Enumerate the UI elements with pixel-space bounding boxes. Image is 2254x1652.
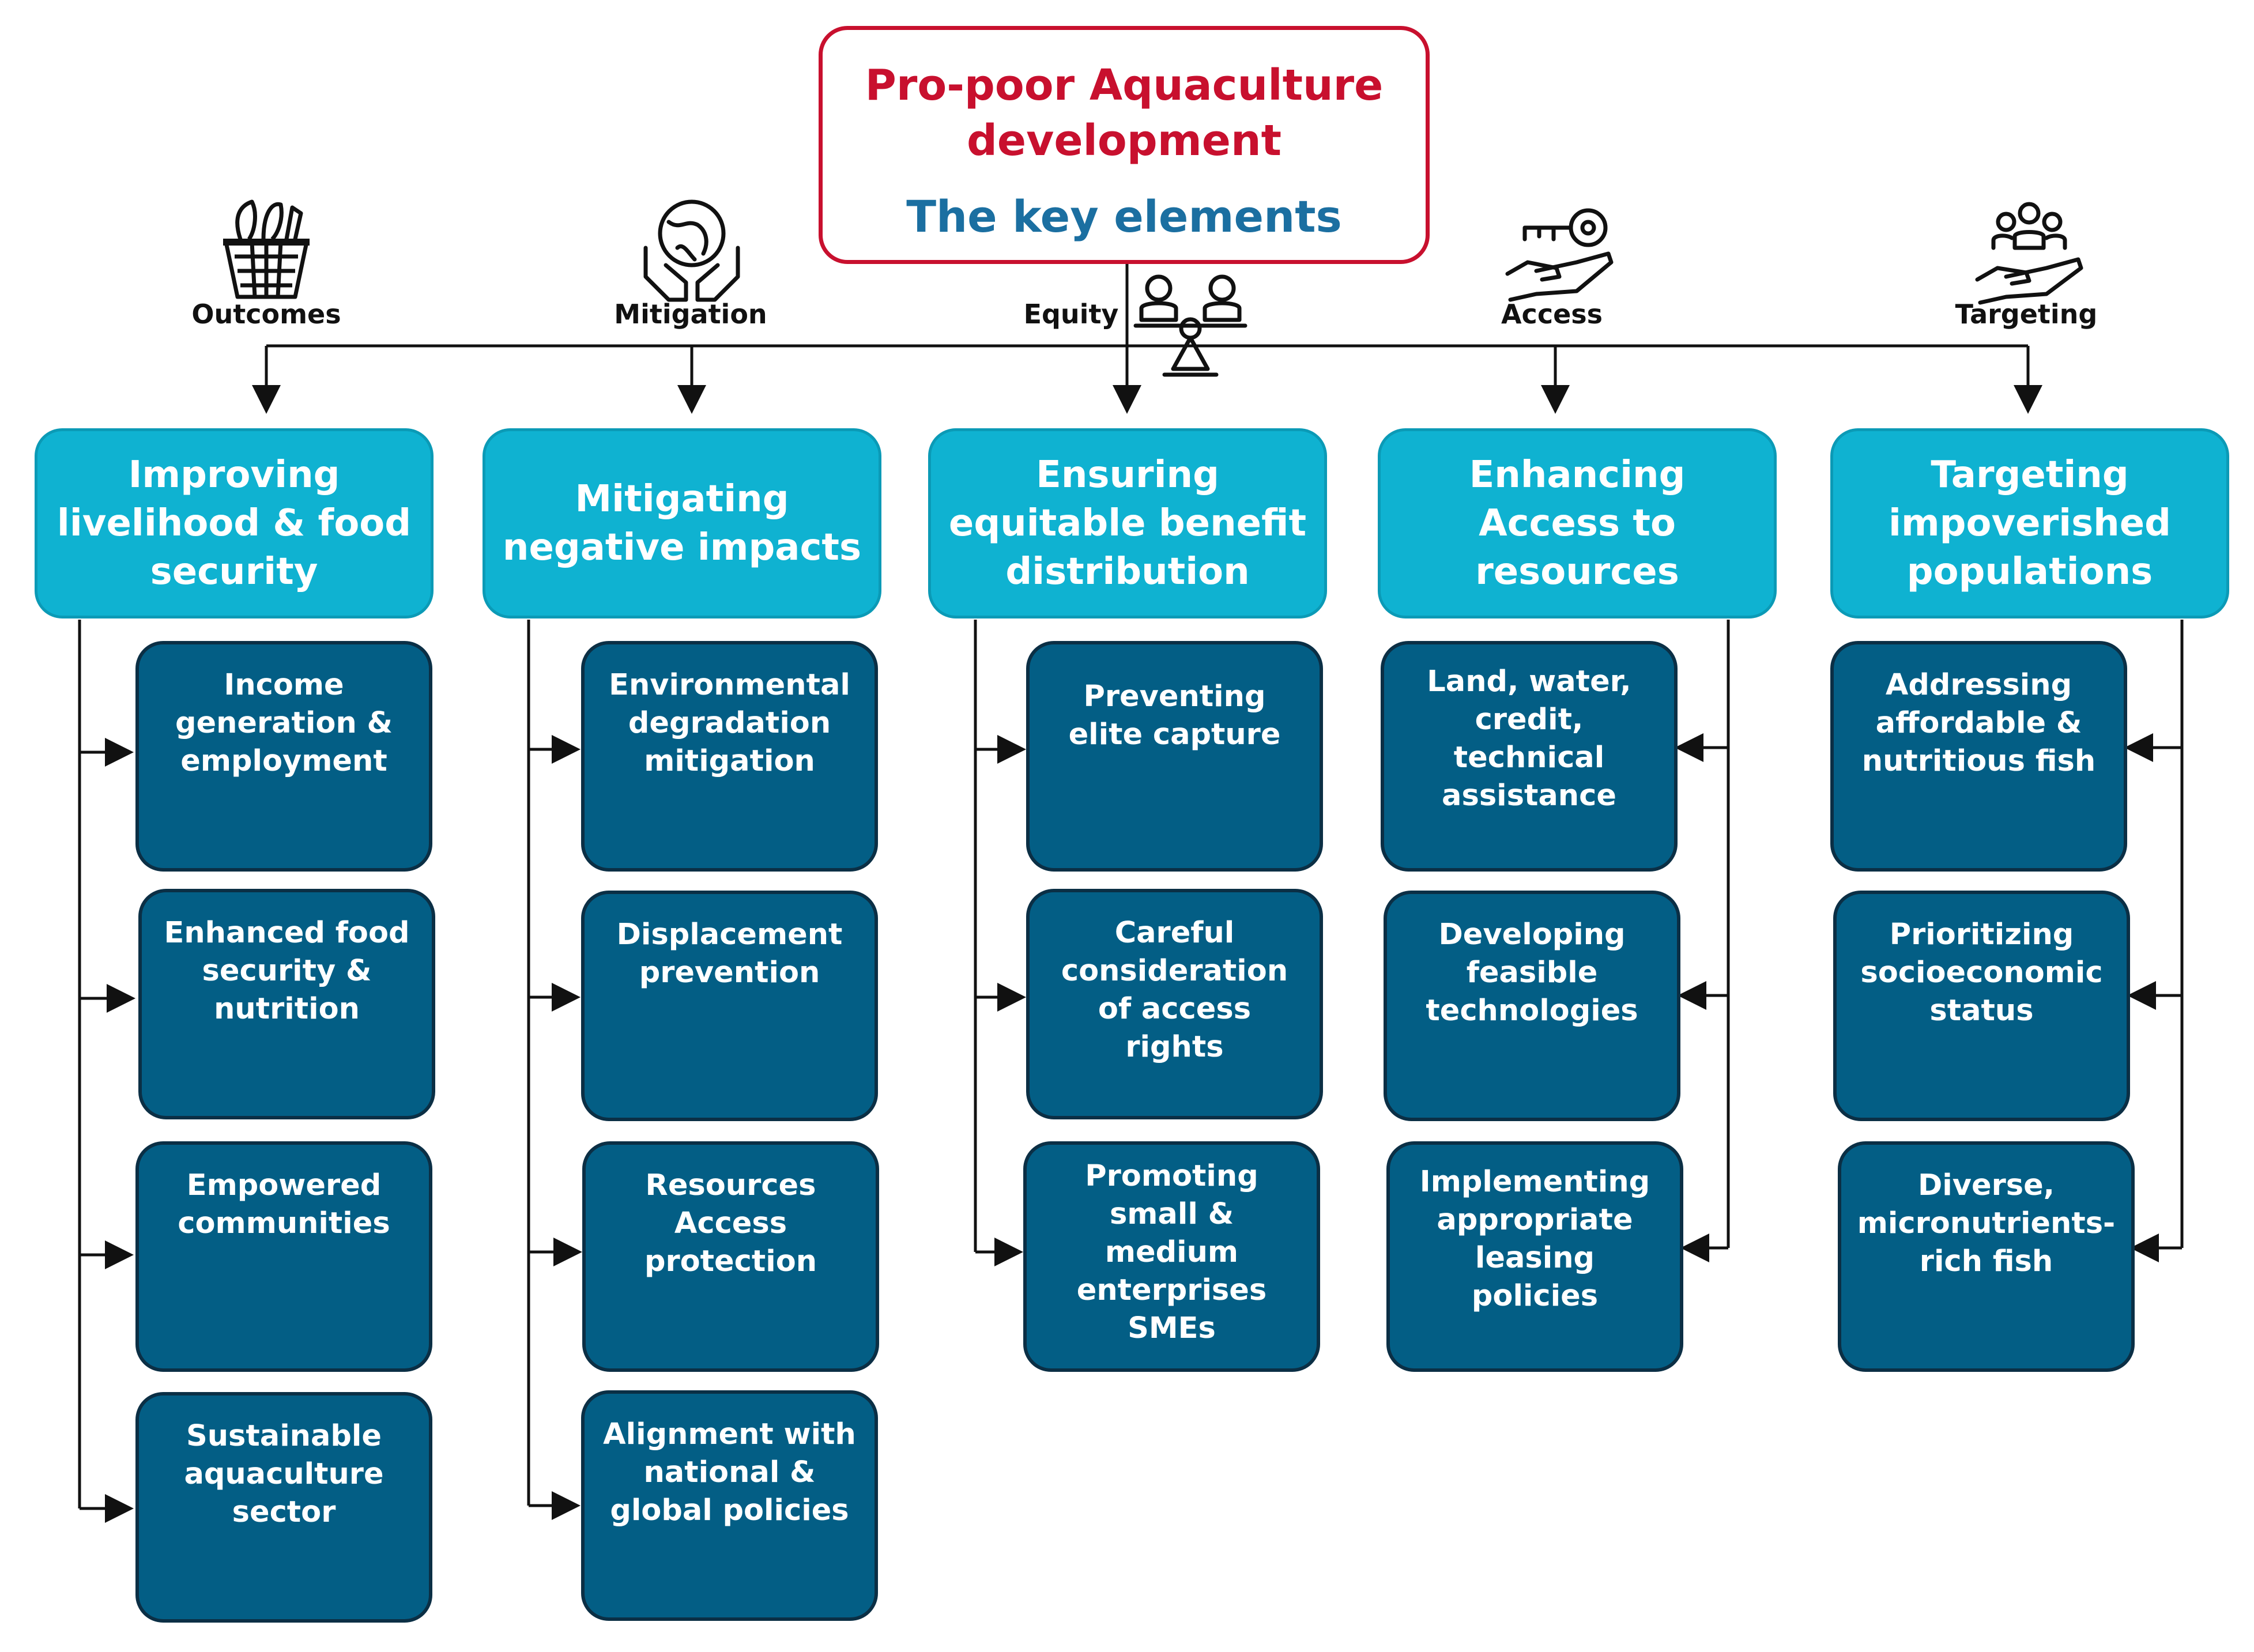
title-subtitle: The key elements [906,191,1342,242]
title-main: Pro-poor Aquaculture development [865,61,1384,165]
item-preventing-elite-capture: Preventing elite capture [1026,641,1323,872]
item-socioeconomic-status: Prioritizing socioeconomic status [1833,891,2130,1121]
item-text: Income generation & employment [175,668,393,778]
fish-basket-icon [223,199,310,299]
item-text: Developing feasible technologies [1426,918,1638,1028]
category-label-access: Access [1501,299,1603,330]
item-text: Diverse, micronutrients- rich fish [1857,1168,2116,1278]
category-label-mitigation: Mitigation [614,299,767,330]
category-label-targeting: Targeting [1955,299,2098,330]
item-affordable-nutritious-fish: Addressing affordable & nutritious fish [1830,641,2127,872]
header-mitigating-impacts: Mitigating negative impacts [483,428,881,618]
item-text: Preventing elite capture [1068,680,1281,752]
item-land-water-credit: Land, water, credit, technical assistanc… [1381,641,1678,872]
item-text: Environmental degradation mitigation [609,668,850,778]
item-income-generation: Income generation & employment [135,641,432,872]
item-text: Empowered communities [178,1168,390,1240]
item-feasible-technologies: Developing feasible technologies [1384,891,1680,1121]
header-targeting-populations: Targeting impoverished populations [1830,428,2229,618]
header-text: Improving livelihood & food security [56,454,412,593]
category-label-outcomes: Outcomes [191,299,341,330]
title-box: Pro-poor Aquaculture development The key… [819,26,1430,264]
globe-in-hands-icon [643,199,740,302]
item-enhanced-food-security: Enhanced food security & nutrition [138,889,435,1119]
item-promoting-smes: Promoting small & medium enterprises SME… [1023,1141,1320,1372]
header-text: Ensuring equitable benefit distribution [948,454,1307,593]
item-text: Alignment with national & global policie… [603,1417,856,1527]
item-sustainable-aquaculture: Sustainable aquaculture sector [135,1392,432,1623]
item-micronutrient-rich-fish: Diverse, micronutrients- rich fish [1838,1141,2135,1372]
people-in-hand-icon [1975,202,2083,305]
item-empowered-communities: Empowered communities [135,1141,432,1372]
item-text: Displacement prevention [616,918,843,990]
header-text: Targeting impoverished populations [1889,454,2171,593]
item-text: Resources Access protection [644,1168,817,1278]
item-access-rights: Careful consideration of access rights [1026,889,1323,1119]
item-resources-access-protection: Resources Access protection [582,1141,879,1372]
item-text: Promoting small & medium enterprises SME… [1076,1159,1267,1345]
item-policy-alignment: Alignment with national & global policie… [581,1390,878,1621]
header-text: Mitigating negative impacts [502,478,862,569]
item-environmental-degradation: Environmental degradation mitigation [581,641,878,872]
item-text: Implementing appropriate leasing policie… [1419,1165,1650,1313]
item-text: Land, water, credit, technical assistanc… [1427,665,1631,813]
header-improving-livelihood: Improving livelihood & food security [35,428,434,618]
header-text: Enhancing Access to resources [1469,454,1686,593]
item-displacement-prevention: Displacement prevention [581,891,878,1121]
balance-scale-people-icon [1133,274,1247,377]
item-text: Prioritizing socioeconomic status [1860,918,2103,1028]
item-text: Careful consideration of access rights [1061,916,1288,1064]
header-ensuring-equitable: Ensuring equitable benefit distribution [928,428,1327,618]
category-label-equity: Equity [1023,299,1119,330]
header-enhancing-access: Enhancing Access to resources [1378,428,1777,618]
item-text: Enhanced food security & nutrition [164,916,410,1026]
item-text: Addressing affordable & nutritious fish [1861,668,2096,778]
item-leasing-policies: Implementing appropriate leasing policie… [1386,1141,1683,1372]
key-in-hand-icon [1505,208,1614,302]
item-text: Sustainable aquaculture sector [184,1419,384,1529]
